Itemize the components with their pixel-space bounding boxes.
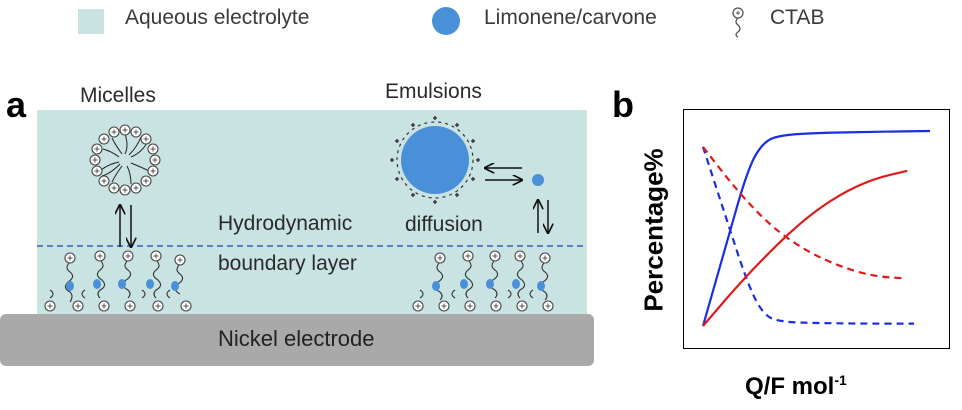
- emulsions-label: Emulsions: [385, 80, 482, 103]
- nickel-electrode: [0, 314, 594, 366]
- series-line-0: [701, 129, 931, 327]
- diffusion-label: diffusion: [405, 213, 483, 236]
- series-line-3: [702, 146, 903, 280]
- legend-label-limonene: Limonene/carvone: [484, 6, 657, 29]
- panel-a-letter: a: [6, 84, 27, 125]
- plot-frame: [683, 109, 950, 349]
- electrolyte-swatch-icon: [78, 9, 104, 34]
- hydrodynamic-label: Hydrodynamic: [218, 212, 353, 235]
- adsorbed-droplets-left: [66, 279, 179, 291]
- legend-label-ctab: CTAB: [770, 6, 825, 29]
- droplet-icon: [432, 7, 460, 35]
- x-axis-label-sup: -1: [834, 372, 847, 388]
- x-axis-label: Q/F mol-1: [745, 372, 847, 401]
- micelle: [89, 124, 161, 196]
- legend-label-electrolyte: Aqueous electrolyte: [125, 6, 310, 29]
- electrode-label: Nickel electrode: [218, 326, 375, 351]
- micelles-label: Micelles: [80, 84, 156, 107]
- adsorbed-ctab-right: [419, 259, 549, 301]
- series-line-2: [702, 169, 908, 327]
- electrolyte-region: [37, 110, 587, 315]
- small-droplet: [532, 174, 544, 186]
- boundary-layer-label: boundary layer: [218, 252, 357, 275]
- panel-b-letter: b: [612, 84, 634, 125]
- adsorbed-droplets-right: [432, 279, 545, 291]
- series-line-1: [701, 146, 915, 325]
- x-axis-label-main: Q/F mol: [745, 373, 835, 400]
- emulsion-droplet: [390, 116, 480, 204]
